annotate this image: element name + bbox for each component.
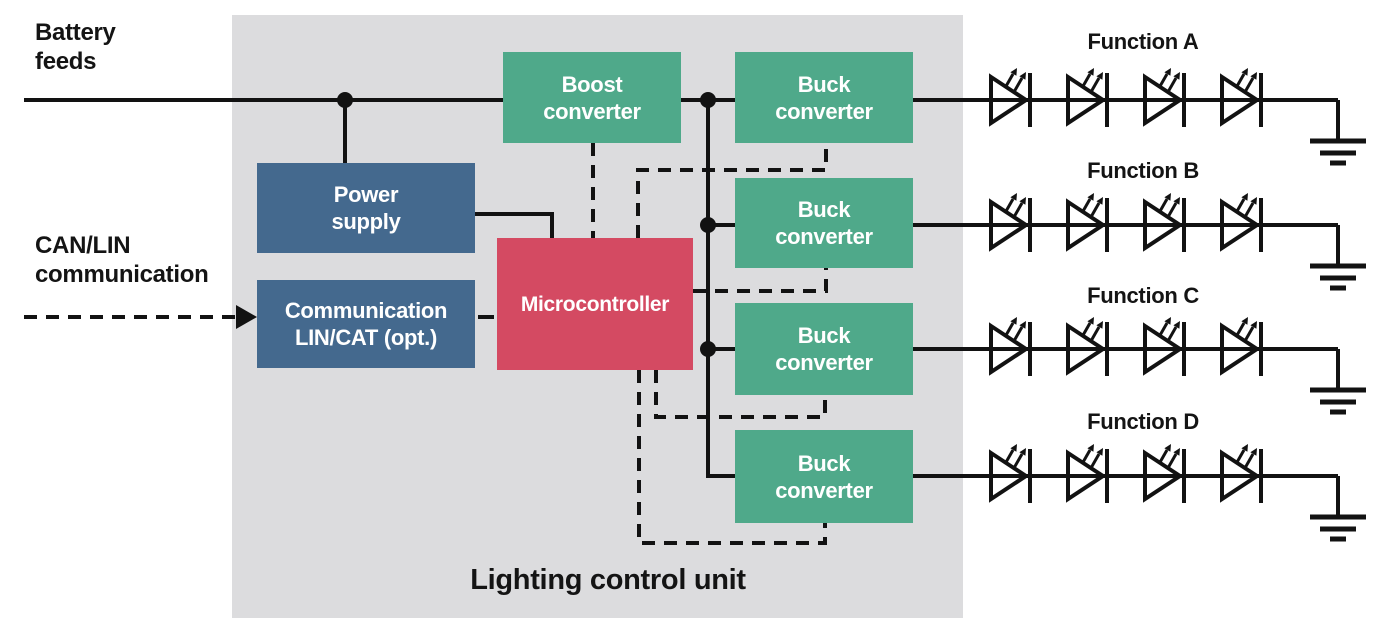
unit-title: Lighting control unit [470, 564, 746, 596]
microcontroller-label: Microcontroller [520, 292, 670, 316]
led-icon [1066, 66, 1109, 129]
function-a-label: Function A [1087, 29, 1199, 54]
led-icon [1066, 315, 1109, 378]
led-icon [1220, 315, 1263, 378]
junction-dot [700, 341, 716, 357]
can-lin-label: CAN/LIN communication [35, 231, 209, 289]
ground-icon [1310, 100, 1366, 163]
battery-feeds-label-line1: Battery [35, 19, 116, 46]
buck-a-label-line2: converter [775, 98, 873, 124]
led-string-function-d [913, 442, 1366, 539]
battery-feeds-label: Battery feeds [35, 18, 116, 76]
led-icon [1220, 66, 1263, 129]
led-icon [989, 66, 1032, 129]
block-buck-converter-d: Buck converter [735, 430, 913, 523]
main-bus-vertical-line [706, 100, 735, 478]
boost-label-line1: Boost [561, 71, 623, 97]
function-c-label: Function C [1087, 283, 1199, 308]
buck-c-control-dashed-line [654, 370, 827, 419]
buck-a-label-line1: Buck [797, 71, 851, 97]
can-lin-label-line1: CAN/LIN [35, 232, 131, 259]
led-icon [989, 315, 1032, 378]
boost-label-line2: converter [543, 98, 641, 124]
junction-dot [337, 92, 353, 108]
block-buck-converter-b: Buck converter [735, 178, 913, 268]
block-communication: Communication LIN/CAT (opt.) [257, 280, 475, 368]
led-icon [1143, 442, 1186, 505]
power-supply-label-line1: Power [333, 182, 399, 207]
junction-dot [700, 92, 716, 108]
block-buck-converter-c: Buck converter [735, 303, 913, 395]
block-buck-converter-a: Buck converter [735, 52, 913, 143]
battery-feeds-label-line2: feeds [35, 48, 97, 75]
communication-label-line2: LIN/CAT (opt.) [294, 325, 437, 350]
power-supply-label-line2: supply [331, 209, 401, 234]
power-supply-to-microcontroller-line [475, 212, 554, 238]
buck-d-label-line2: converter [775, 477, 873, 503]
buck-c-label-line1: Buck [797, 323, 851, 348]
led-icon [1066, 442, 1109, 505]
buck-c-label-line2: converter [775, 350, 873, 375]
led-icon [1143, 191, 1186, 254]
ground-icon [1310, 349, 1366, 412]
communication-label-line1: Communication [284, 298, 448, 323]
led-icon [1220, 191, 1263, 254]
buck-b-label-line1: Buck [797, 197, 851, 222]
ground-icon [1310, 225, 1366, 288]
junction-dot [700, 217, 716, 233]
buck-b-label-line2: converter [775, 224, 873, 249]
led-icon [1066, 191, 1109, 254]
function-d-label: Function D [1087, 409, 1199, 434]
buck-b-control-dashed-line [693, 268, 828, 293]
function-b-label: Function B [1087, 158, 1199, 183]
ground-icon [1310, 476, 1366, 539]
led-icon [1143, 315, 1186, 378]
led-icon [989, 191, 1032, 254]
block-boost-converter: Boost converter [503, 52, 681, 143]
buck-d-label-line1: Buck [797, 450, 851, 476]
can-lin-arrowhead-icon [236, 305, 257, 329]
buck-a-control-dashed-line [636, 143, 828, 238]
led-string-function-b [913, 191, 1366, 288]
block-power-supply: Power supply [257, 163, 475, 253]
led-string-function-c [913, 315, 1366, 412]
block-microcontroller: Microcontroller [497, 238, 693, 370]
led-icon [989, 442, 1032, 505]
led-icon [1143, 66, 1186, 129]
can-lin-label-line2: communication [35, 261, 209, 288]
led-icon [1220, 442, 1263, 505]
buck-d-control-dashed-line [637, 370, 827, 545]
led-string-function-a [913, 66, 1366, 163]
